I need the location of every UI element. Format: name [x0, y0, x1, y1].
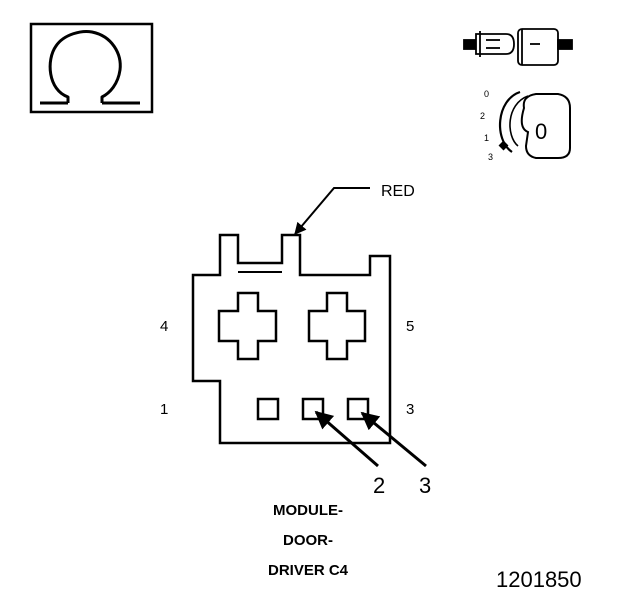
- connector-body: [191, 233, 392, 445]
- ohm-icon: [48, 30, 122, 103]
- connector-inline-icon: [463, 28, 573, 66]
- cavity-4: [217, 291, 278, 361]
- cavity-1: [256, 397, 280, 421]
- callout-label-2: 2: [373, 473, 385, 498]
- ignition-position-1: 1: [484, 133, 489, 143]
- caption-line-3: DRIVER C4: [268, 562, 349, 579]
- cavity-5: [307, 291, 367, 361]
- pin-label-5: 5: [406, 318, 414, 335]
- caption-line-1: MODULE-: [273, 502, 343, 519]
- cavity-3: [346, 397, 370, 421]
- caption-line-2: DOOR-: [283, 532, 333, 549]
- pin-label-3: 3: [406, 401, 414, 418]
- ignition-position-3: 0: [484, 89, 489, 99]
- callout-label-3: 3: [419, 473, 431, 498]
- ignition-key-icon: 0 2 1 3 0: [480, 89, 571, 162]
- ohm-symbol-box: [29, 22, 154, 114]
- figure-number: 1201850: [496, 567, 582, 592]
- pin-label-4: 4: [160, 318, 168, 335]
- ignition-position-2: 2: [480, 111, 485, 121]
- cavity-2: [301, 397, 325, 421]
- callout-arrow-3: [360, 411, 427, 468]
- pin-label-1: 1: [160, 401, 168, 418]
- key-label: 0: [535, 119, 547, 144]
- wire-color-label: RED: [381, 183, 415, 200]
- callout-arrow-2: [314, 410, 379, 468]
- ignition-position-0: 3: [488, 152, 493, 162]
- red-wire-callout: RED: [294, 183, 415, 235]
